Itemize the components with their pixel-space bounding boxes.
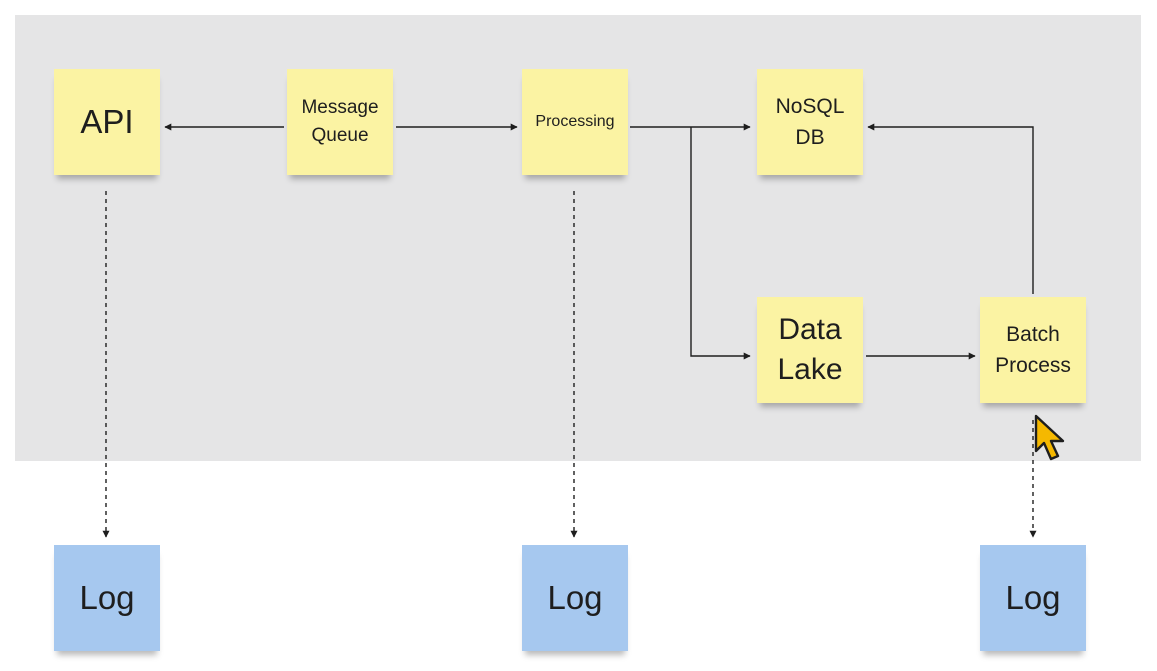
sticky-log-batch[interactable]: Log — [980, 545, 1086, 651]
sticky-batch-process-label: Batch Process — [995, 323, 1071, 377]
sticky-message-queue[interactable]: Message Queue — [287, 69, 393, 175]
sticky-data-lake-label: Data Lake — [777, 313, 843, 386]
mouse-pointer-icon — [1034, 414, 1065, 461]
sticky-log-api[interactable]: Log — [54, 545, 160, 651]
sticky-message-queue-label: Message Queue — [301, 97, 379, 146]
sticky-log-batch-label: Log — [1005, 579, 1061, 616]
sticky-data-lake[interactable]: Data Lake — [757, 297, 863, 403]
sticky-log-api-label: Log — [79, 579, 135, 616]
sticky-log-processing-label: Log — [547, 579, 603, 616]
sticky-processing-label: Processing — [535, 113, 615, 130]
sticky-api-label: API — [80, 103, 134, 140]
edge-processing-to-datalake[interactable] — [690, 127, 751, 360]
edge-batch-to-nosql[interactable] — [867, 123, 1034, 294]
sticky-nosql-db[interactable]: NoSQL DB — [757, 69, 863, 175]
sticky-batch-process[interactable]: Batch Process — [980, 297, 1086, 403]
sticky-nosql-db-label: NoSQL DB — [775, 95, 845, 149]
sticky-processing[interactable]: Processing — [522, 69, 628, 175]
sticky-api[interactable]: API — [54, 69, 160, 175]
sticky-log-processing[interactable]: Log — [522, 545, 628, 651]
